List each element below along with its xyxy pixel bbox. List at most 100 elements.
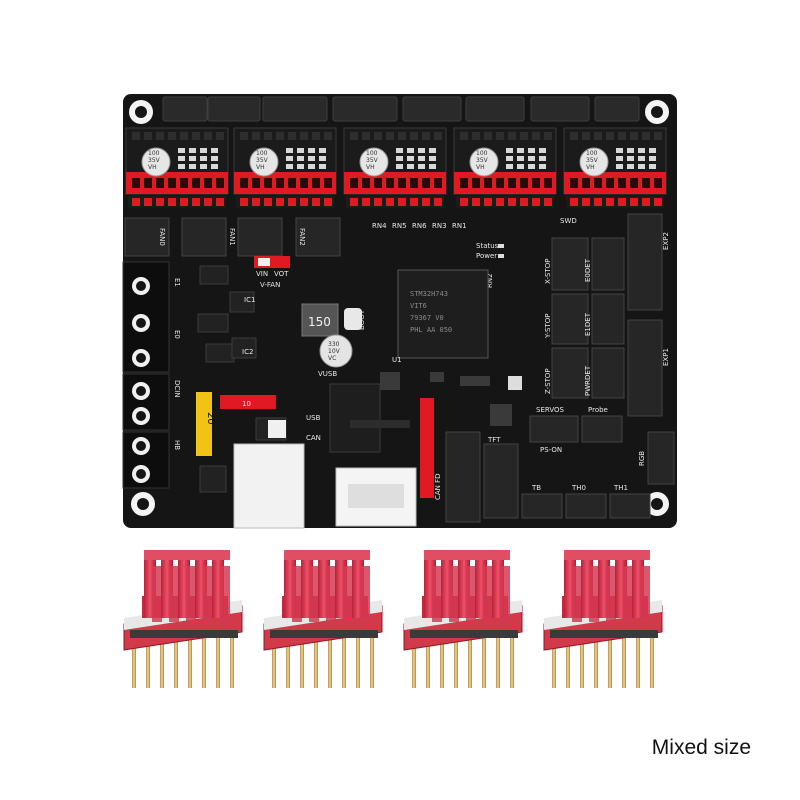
cap330-line2: 10V [328, 348, 341, 355]
header-pin [482, 636, 486, 688]
header-pin [622, 636, 626, 688]
caption: Mixed size [651, 736, 751, 759]
swd-label: SWD [560, 217, 577, 225]
rn1-label: RN1 [452, 222, 467, 230]
header-pin [454, 636, 458, 688]
header-pin [608, 636, 612, 688]
header-pin [510, 636, 514, 688]
capacitor-label: VH [586, 164, 595, 171]
ic2-label: IC2 [242, 348, 253, 356]
header-pin [216, 636, 220, 688]
header-pin [412, 636, 416, 688]
fan0-label: FAN0 [158, 228, 166, 246]
capacitor-label: 100 [148, 150, 160, 157]
rn5-label: RN5 [392, 222, 407, 230]
header-pin [272, 636, 276, 688]
capacitor-label: VH [476, 164, 485, 171]
header-pin [650, 636, 654, 688]
servo-probe-headers: SERVOS Probe [529, 406, 623, 443]
controller-board: 10035VVH10035VVH10035VVH10035VVH10035VVH… [122, 94, 677, 529]
status-label: Status [476, 242, 499, 250]
fan2-label: FAN2 [298, 228, 306, 246]
header-pin [566, 636, 570, 688]
fuses: 10 20 [196, 392, 276, 456]
capacitor-label: VH [366, 164, 375, 171]
driver-capacitor [579, 147, 609, 177]
mounting-holes [129, 100, 669, 516]
capacitor-330: 330 10V VC VUSB [318, 334, 353, 378]
power-label: Power [476, 252, 497, 260]
header-pin [356, 636, 360, 688]
th1-label: TH1 [613, 484, 628, 492]
capacitor-label: 100 [586, 150, 598, 157]
canfd-label: CAN FD [434, 473, 442, 500]
header-pin [440, 636, 444, 688]
header-pin [146, 636, 150, 688]
header-pin [594, 636, 598, 688]
exp1-label: EXP1 [662, 348, 670, 366]
vusb-label: VUSB [318, 370, 337, 378]
inductor: 150 BOOT [301, 303, 366, 337]
header-pin [468, 636, 472, 688]
capacitor-label: 100 [256, 150, 268, 157]
e1-label: E1 [173, 278, 181, 287]
thermistor-headers: TB TH0 TH1 RGB PS-ON [521, 431, 675, 519]
header-pin [300, 636, 304, 688]
mcu-line4: PHL AA 050 [410, 326, 452, 334]
stepper-driver-module-4 [543, 550, 663, 688]
header-pin [314, 636, 318, 688]
capacitor-label: 35V [148, 157, 161, 164]
mosfets [197, 265, 287, 493]
vfan-label: V-FAN [260, 281, 280, 289]
fan-headers: FAN0 FAN1 FAN2 [124, 217, 341, 257]
boot-label: BOOT [358, 309, 366, 330]
vin-label: VIN [256, 270, 268, 278]
th0-label: TH0 [571, 484, 586, 492]
e0det-label: E0DET [584, 258, 592, 282]
rn3-label: RN3 [432, 222, 447, 230]
mcu-line2: VIT6 [410, 302, 427, 310]
header-pin [496, 636, 500, 688]
fan1-label: FAN1 [228, 228, 236, 246]
motor-connectors [162, 96, 640, 122]
header-pin [426, 636, 430, 688]
rn4-label: RN4 [372, 222, 387, 230]
header-pin [160, 636, 164, 688]
zstop-label: Z-STOP [544, 368, 552, 394]
stepper-driver-module-1 [123, 550, 243, 688]
endstop-labels: X-STOP Y-STOP Z-STOP E0DET E1DET PWRDET [544, 258, 592, 396]
rn2-label: RN2 [486, 273, 494, 288]
exp-headers: EXP2 EXP1 [627, 213, 670, 417]
capacitor-label: 35V [366, 157, 379, 164]
capacitor-label: 35V [586, 157, 599, 164]
e1det-label: E1DET [584, 312, 592, 336]
resistor-networks: RN4 RN5 RN6 RN3 RN1 RN2 Status Power [372, 222, 504, 288]
dcin-label: DCIN [173, 380, 181, 398]
driver-capacitor [359, 147, 389, 177]
tft-canfd: TFT CAN FD [420, 398, 519, 523]
header-pin [202, 636, 206, 688]
capacitor-label: VH [256, 164, 265, 171]
capacitor-label: 100 [476, 150, 488, 157]
mcu-line1: STM32H743 [410, 290, 448, 298]
xstop-label: X-STOP [544, 259, 552, 284]
usb-label: USB [306, 414, 321, 422]
probe-label: Probe [588, 406, 608, 414]
exp2-label: EXP2 [662, 232, 670, 250]
fuse-20-label: 20 [205, 412, 216, 425]
fuse-10-label: 10 [242, 400, 251, 408]
power-terminals: E1 E0 DCIN HB [122, 261, 181, 489]
header-pin [580, 636, 584, 688]
cap330-line1: 330 [328, 341, 340, 348]
header-pin [552, 636, 556, 688]
driver-capacitor [141, 147, 171, 177]
can-label: CAN [306, 434, 321, 442]
mcu-line3: 79367 V0 [410, 314, 444, 322]
cap330-line3: VC [328, 355, 336, 362]
header-pin [174, 636, 178, 688]
